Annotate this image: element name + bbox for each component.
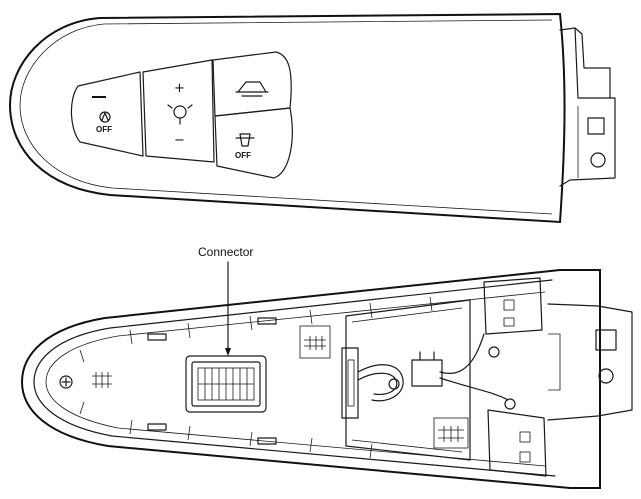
rear-mount-square-slot xyxy=(595,329,617,351)
connector-label: Connector xyxy=(198,245,253,259)
car-distance-icon xyxy=(235,81,269,97)
rear-housing-inner-rim xyxy=(33,279,556,477)
wire-lower xyxy=(439,377,509,401)
cruise-off-button[interactable] xyxy=(70,71,144,157)
button-cluster: OFF + − OFF xyxy=(70,51,293,179)
snap-clip-bottom-right xyxy=(257,437,277,445)
minus-mark: − xyxy=(174,133,185,148)
module-side-contact xyxy=(341,347,359,419)
contact-pad-left xyxy=(92,372,112,388)
rear-housing-outline xyxy=(20,269,601,489)
module-frame xyxy=(345,299,471,461)
snap-clip-bottom-left xyxy=(147,423,167,431)
terminal-lower xyxy=(487,409,547,477)
lane-assist-button[interactable] xyxy=(214,107,293,179)
distance-button[interactable] xyxy=(212,51,292,117)
set-speed-button[interactable] xyxy=(142,59,215,163)
left-minus-mark xyxy=(92,96,106,98)
rear-mount-round-hole xyxy=(598,368,614,384)
left-screw xyxy=(59,375,73,389)
module-clip-prongs xyxy=(419,351,435,361)
speed-gauge-icon xyxy=(173,105,187,119)
module-clip xyxy=(411,359,443,387)
front-mount-bracket xyxy=(559,27,616,187)
lane-off-label: OFF xyxy=(235,151,251,160)
cable-loop-inner xyxy=(357,372,398,395)
front-housing-inner-edge xyxy=(19,19,553,215)
front-housing-outline xyxy=(8,12,566,224)
connector-face xyxy=(191,361,261,407)
front-mount-square-slot xyxy=(587,117,605,135)
connector-leader-arrow xyxy=(225,348,231,356)
contact-pad-lower xyxy=(433,417,469,449)
rim-ribs xyxy=(79,296,433,459)
front-mount-round-hole xyxy=(590,152,606,168)
cable-loop xyxy=(357,364,404,402)
rear-terminals xyxy=(483,277,633,477)
rear-housing-floor xyxy=(45,291,546,467)
snap-clip-top-left xyxy=(147,333,167,341)
connector xyxy=(185,355,267,413)
speed-gauge-rays xyxy=(167,104,193,125)
wire-upper xyxy=(439,333,485,374)
connector-housing xyxy=(185,355,267,413)
cruise-icon xyxy=(99,111,111,123)
rear-mount-bracket xyxy=(547,303,633,421)
switch-rear-view: Connector xyxy=(20,245,633,489)
contact-pad-center xyxy=(299,325,331,359)
terminal-upper-screw xyxy=(488,346,500,358)
snap-clip-top-right xyxy=(257,317,277,325)
front-mount-tab xyxy=(574,27,611,99)
module-screw xyxy=(388,378,400,390)
cruise-icon-a xyxy=(101,112,109,121)
lane-icon xyxy=(235,133,255,147)
terminal-lower-screw xyxy=(504,398,516,410)
switch-front-view: OFF + − OFF xyxy=(8,12,616,224)
rear-mount-lip xyxy=(548,333,561,391)
terminal-upper xyxy=(483,277,543,335)
cruise-off-label: OFF xyxy=(96,125,112,134)
switch-module xyxy=(341,299,509,461)
plus-mark: + xyxy=(174,81,185,96)
